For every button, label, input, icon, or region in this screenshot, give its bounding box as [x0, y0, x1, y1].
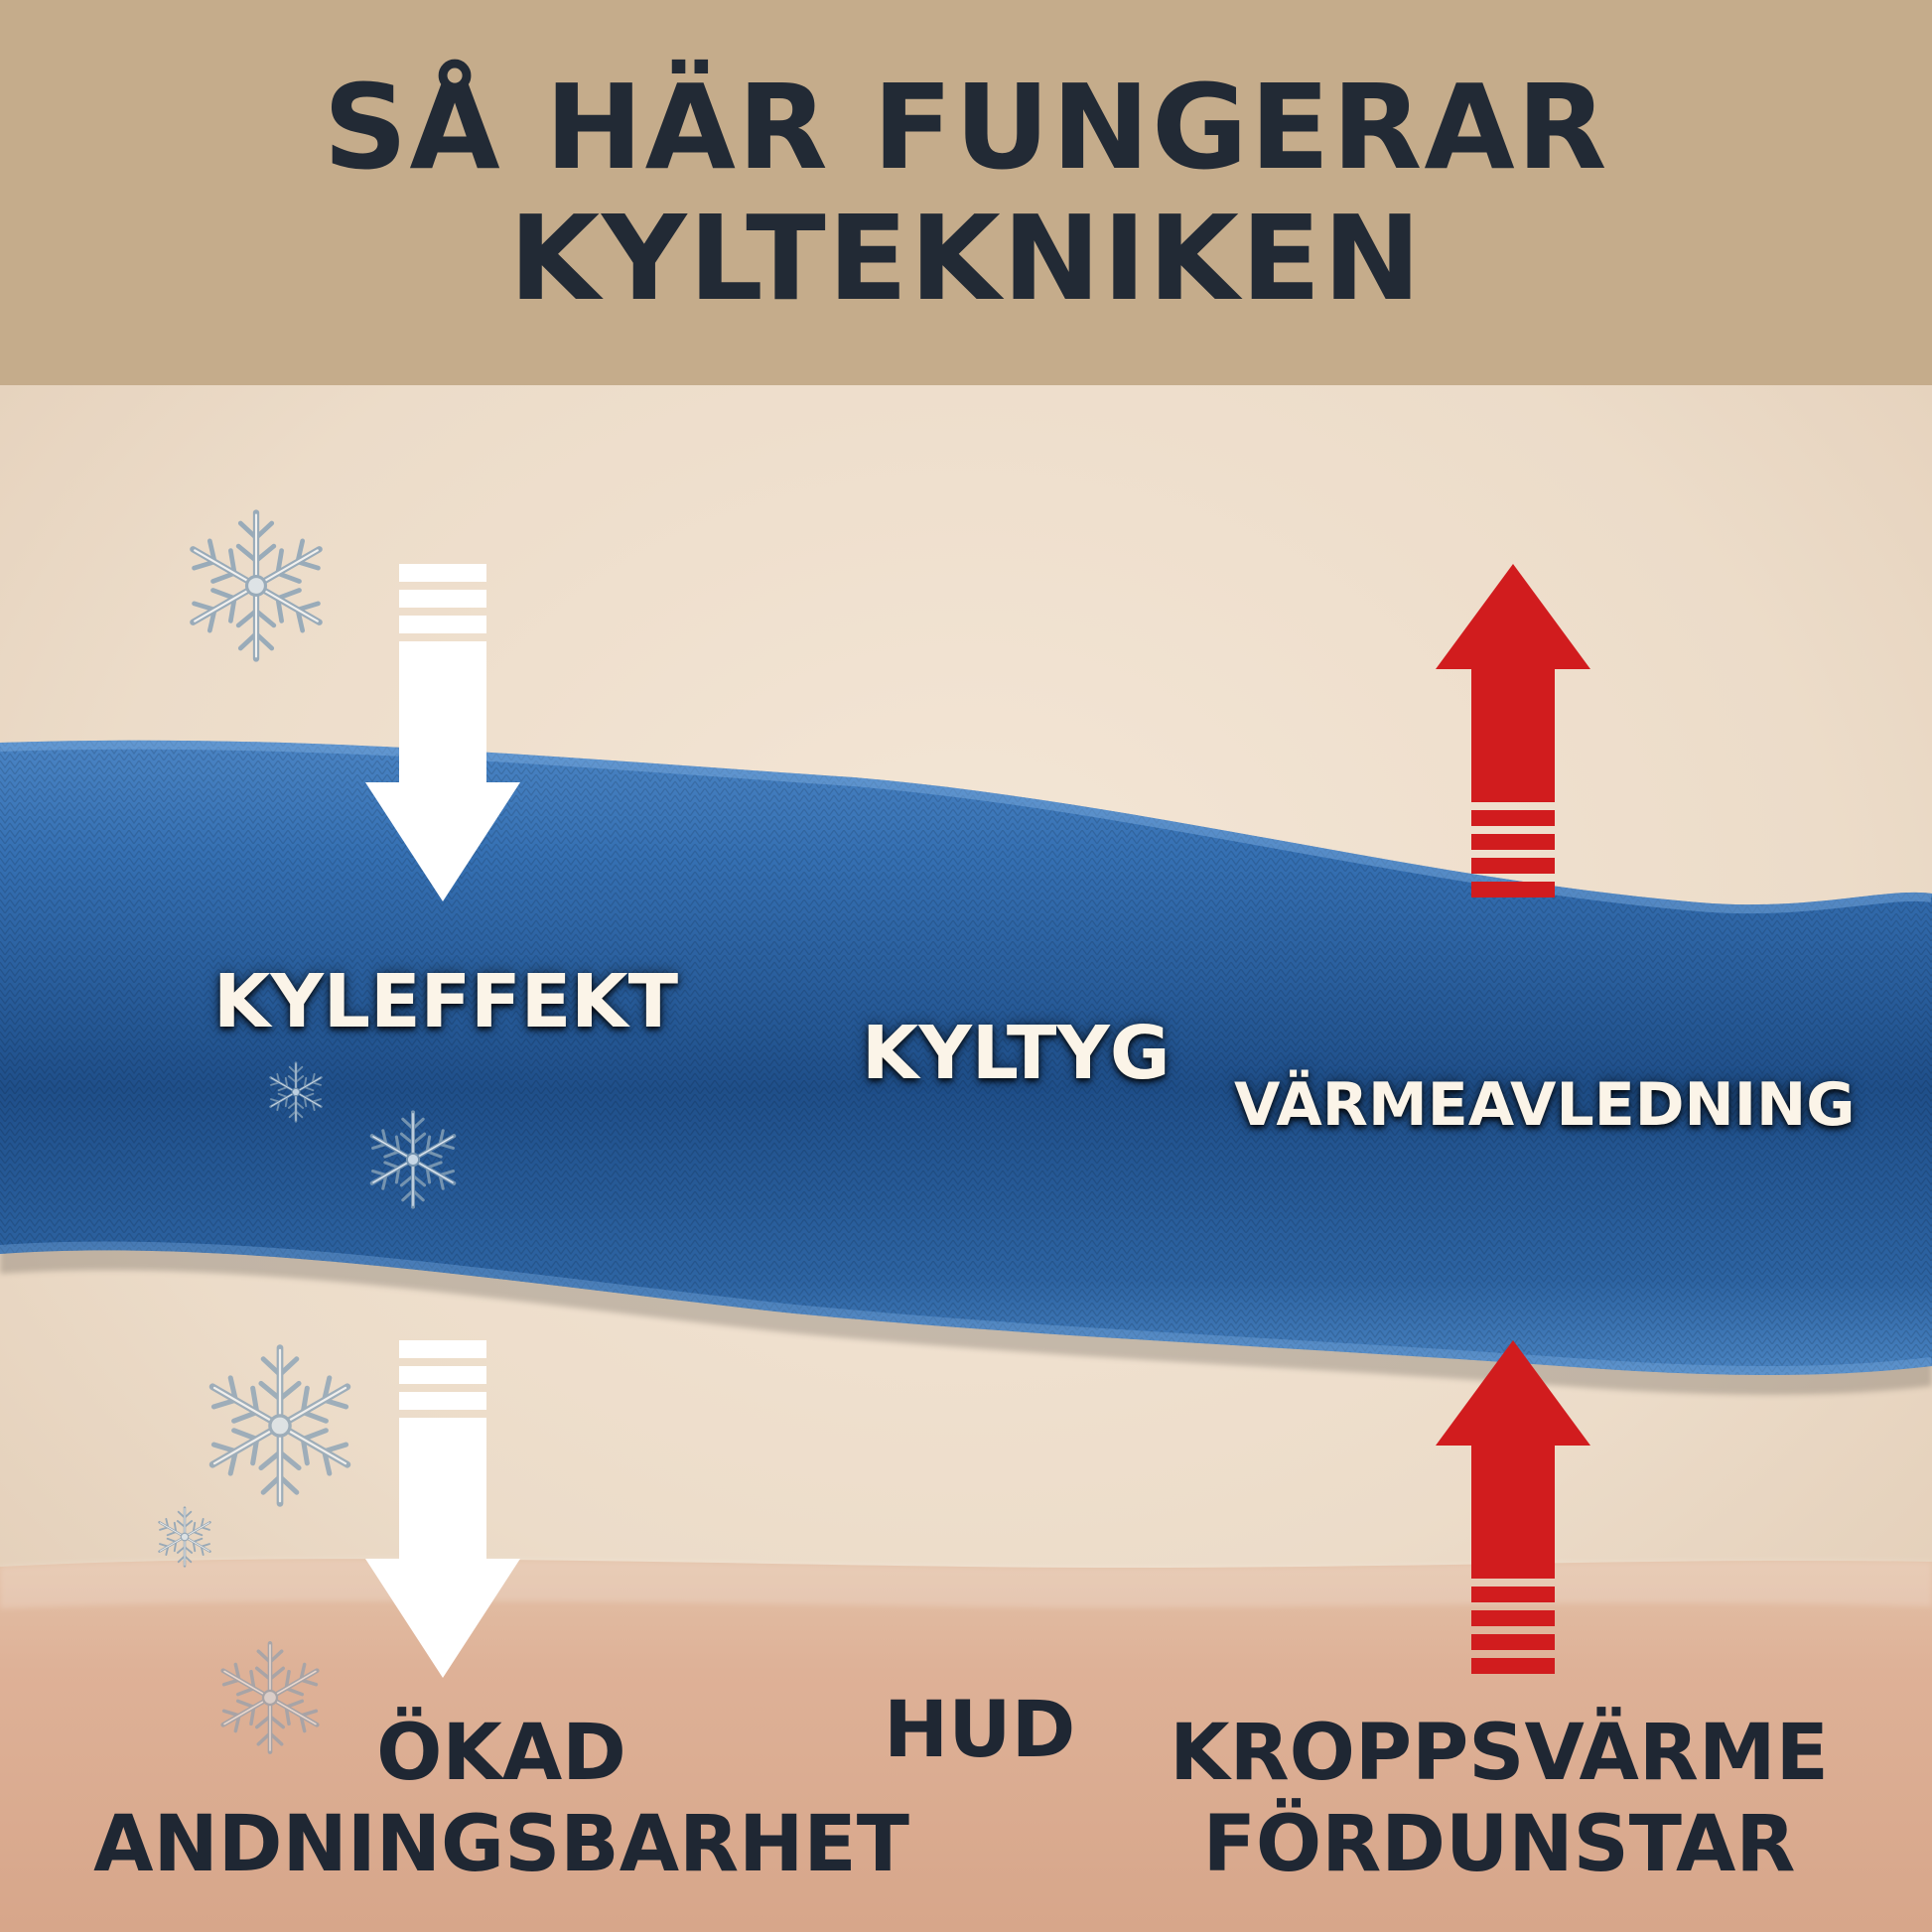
- title-line-1: SÅ HÄR FUNGERAR: [323, 59, 1609, 196]
- title-line-2: KYLTEKNIKEN: [508, 190, 1424, 327]
- header-band: SÅ HÄR FUNGERAR KYLTEKNIKEN: [0, 0, 1932, 385]
- skin-layer: [0, 1559, 1932, 1932]
- diagram-scene: KYLEFFEKT KYLTYG VÄRMEAVLEDNING HUD ÖKAD…: [0, 385, 1932, 1932]
- label-body-heat: KROPPSVÄRME FÖRDUNSTAR: [1142, 1708, 1857, 1890]
- label-body-heat-line-1: KROPPSVÄRME: [1170, 1709, 1829, 1798]
- label-breathability: ÖKAD ANDNINGSBARHET: [0, 1708, 1003, 1890]
- label-fabric: KYLTYG: [862, 1011, 1171, 1096]
- diagram-artwork: [0, 385, 1932, 1932]
- label-heat-dissipation: VÄRMEAVLEDNING: [1234, 1070, 1856, 1140]
- label-cooling-effect: KYLEFFEKT: [213, 959, 679, 1044]
- label-body-heat-line-2: FÖRDUNSTAR: [1202, 1800, 1796, 1889]
- label-breathability-line-1: ÖKAD: [376, 1709, 626, 1798]
- label-skin: HUD: [884, 1686, 1076, 1775]
- label-breathability-line-2: ANDNINGSBARHET: [93, 1800, 909, 1889]
